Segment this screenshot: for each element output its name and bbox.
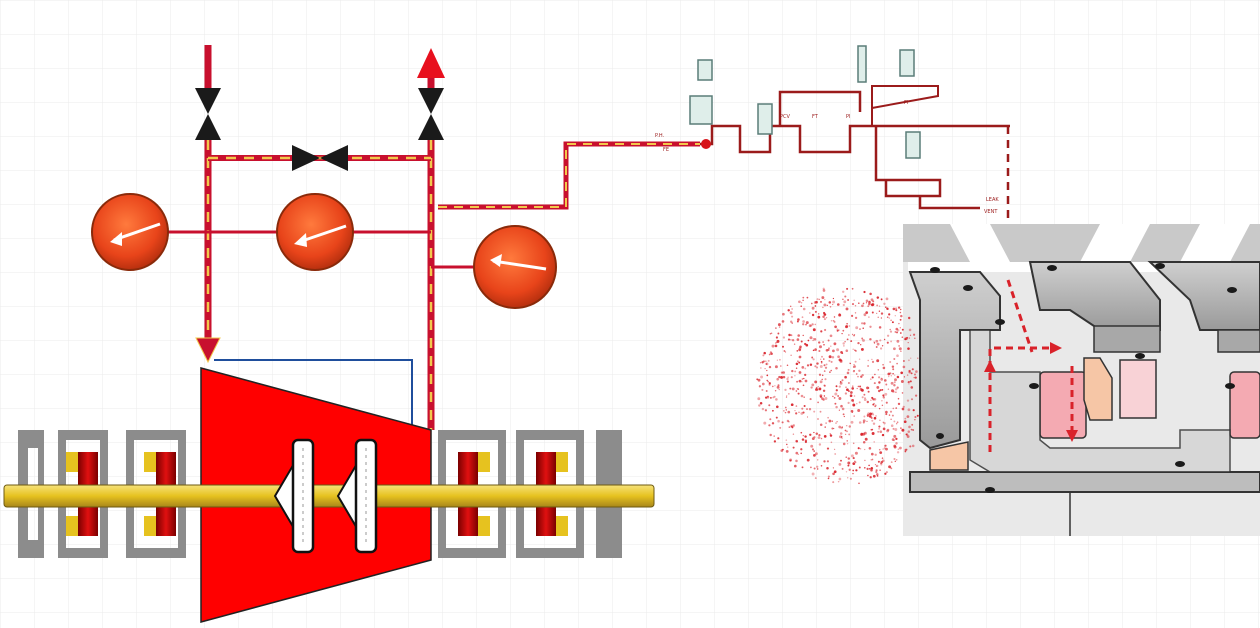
seal-gas-supply-pipe-dash bbox=[438, 143, 700, 208]
leakage-cloud bbox=[756, 287, 919, 485]
bypass-valve-icon[interactable] bbox=[292, 145, 348, 171]
flow-arrow-icon bbox=[1066, 430, 1078, 442]
impeller-icon bbox=[273, 438, 315, 554]
svg-text:PI: PI bbox=[846, 114, 851, 120]
svg-text:FT: FT bbox=[812, 114, 819, 120]
regulator-icon bbox=[689, 45, 921, 159]
valve-tags: P.H. FE PCV FT PI FI LEAK VENT bbox=[655, 100, 999, 215]
inlet-arrow-icon bbox=[195, 337, 221, 364]
svg-text:PCV: PCV bbox=[780, 114, 791, 120]
supply-node-icon bbox=[701, 139, 711, 149]
svg-text:FE: FE bbox=[663, 147, 669, 153]
outlet-valve-icon[interactable] bbox=[418, 88, 444, 140]
pressure-gauge-icon bbox=[473, 225, 557, 309]
svg-text:FI: FI bbox=[904, 100, 908, 106]
inlet-valve-icon[interactable] bbox=[195, 88, 221, 140]
balance-line bbox=[214, 359, 413, 425]
seal-gas-injection-path bbox=[1006, 279, 1034, 353]
svg-text:VENT: VENT bbox=[984, 209, 998, 215]
svg-text:LEAK: LEAK bbox=[986, 197, 999, 203]
seal-gas-flow-path bbox=[988, 346, 1050, 452]
dry-gas-seal-cross-section bbox=[903, 224, 1260, 536]
pressure-gauge-icon bbox=[91, 193, 169, 271]
flow-arrow-icon bbox=[984, 360, 996, 372]
flow-arrow-icon bbox=[1050, 342, 1062, 354]
shaft bbox=[3, 484, 655, 508]
svg-text:P.H.: P.H. bbox=[655, 133, 664, 139]
impeller-icon bbox=[336, 438, 378, 554]
outlet-arrow-icon bbox=[417, 48, 445, 78]
pressure-gauge-icon bbox=[276, 193, 354, 271]
